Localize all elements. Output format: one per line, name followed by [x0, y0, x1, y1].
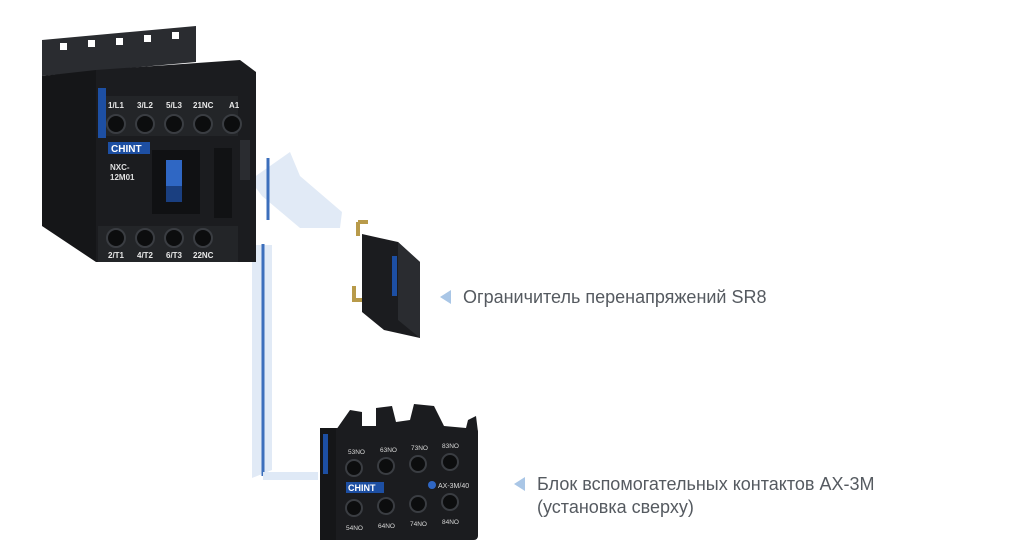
terminal-screw [135, 114, 155, 134]
terminal-screw [409, 495, 427, 513]
actuator [166, 160, 182, 186]
bottom-terminal-label: 22NC [193, 251, 214, 260]
model-label: NXC- [110, 163, 130, 172]
terminal-screw [377, 457, 395, 475]
callout-triangle-icon [440, 290, 451, 304]
top-terminal-label: 21NC [193, 101, 214, 110]
surge-suppressor-callout: Ограничитель перенапряжений SR8 [440, 286, 767, 309]
brand-badge [346, 482, 384, 493]
aux-bottom-terminal-label: 84NO [442, 519, 459, 526]
terminal-screw [222, 114, 242, 134]
brand-logo: CHINT [111, 144, 142, 155]
terminal-screw [106, 114, 126, 134]
aux-block-label: Блок вспомогательных контактов AX-3M [537, 474, 875, 494]
aux-block-callout: Блок вспомогательных контактов AX-3M (ус… [514, 473, 875, 519]
aux-top-terminal-label: 83NO [442, 443, 459, 450]
terminal-screw [345, 499, 363, 517]
aux-top-terminal-label: 63NO [380, 447, 397, 454]
terminal-screw [345, 459, 363, 477]
top-terminal-label: 3/L2 [137, 101, 154, 110]
aux-model-label: AX-3M/40 [438, 483, 469, 490]
surge-suppressor-arrow [250, 152, 342, 228]
contactor: 1/L1 3/L2 5/L3 21NC A1 CHINT NXC- 12M01 … [42, 26, 256, 262]
bottom-terminal-label: 6/T3 [166, 251, 183, 260]
terminal-screw [409, 455, 427, 473]
callout-triangle-icon [514, 477, 525, 491]
mount-hole [172, 32, 179, 39]
terminal-screw [106, 228, 126, 248]
terminal-screw [441, 493, 459, 511]
terminal-screw [193, 228, 213, 248]
aux-bottom-terminal-label: 54NO [346, 525, 363, 532]
aux-block-sublabel: (установка сверху) [537, 497, 694, 517]
terminal-screw [164, 114, 184, 134]
top-terminal-label: 1/L1 [108, 101, 125, 110]
brand-logo: CHINT [348, 483, 376, 493]
terminal-screw [193, 114, 213, 134]
model-label: 12M01 [110, 173, 135, 182]
aux-top-terminal-label: 73NO [411, 445, 428, 452]
indicator-dot [428, 481, 436, 489]
bottom-terminal-label: 4/T2 [137, 251, 154, 260]
surge-suppressor [352, 220, 420, 338]
surge-suppressor-label: Ограничитель перенапряжений SR8 [463, 287, 767, 307]
aux-contact-block: 53NO 63NO 73NO 83NO CHINT AX-3M/40 54NO … [320, 404, 478, 540]
bottom-terminal-label: 2/T1 [108, 251, 125, 260]
terminal-screw [377, 497, 395, 515]
aux-top-terminal-label: 53NO [348, 449, 365, 456]
mount-hole [144, 35, 151, 42]
brand-badge [108, 142, 150, 154]
terminal-screw [164, 228, 184, 248]
mount-hole [116, 38, 123, 45]
aux-bottom-terminal-label: 74NO [410, 521, 427, 528]
top-terminal-label: 5/L3 [166, 101, 183, 110]
terminal-screw [441, 453, 459, 471]
top-terminal-label: A1 [229, 101, 240, 110]
mount-hole [60, 43, 67, 50]
terminal-screw [135, 228, 155, 248]
mount-hole [88, 40, 95, 47]
aux-bottom-terminal-label: 64NO [378, 523, 395, 530]
